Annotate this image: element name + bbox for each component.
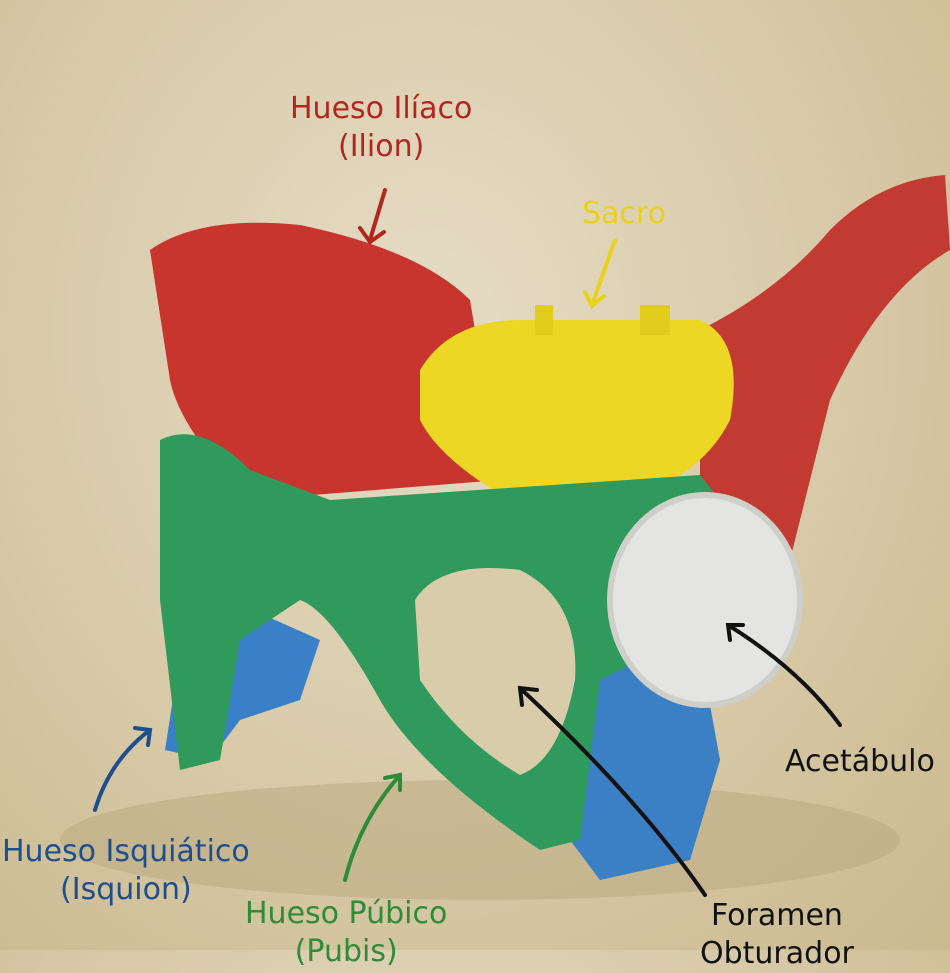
sacrum-process bbox=[535, 305, 553, 335]
label-line: Hueso Isquiático bbox=[2, 834, 250, 869]
foramen-arrow-icon bbox=[517, 685, 707, 897]
acetabulo-arrow-icon bbox=[725, 623, 842, 727]
label-line: Hueso Púbico bbox=[245, 896, 448, 931]
pubis-arrow-icon bbox=[343, 772, 402, 882]
label-line: (Isquion) bbox=[60, 872, 192, 907]
label-line: Hueso Ilíaco bbox=[290, 91, 473, 126]
label-isquion: Hueso Isquiático(Isquion) bbox=[2, 833, 250, 909]
label-line: Foramen bbox=[710, 898, 843, 933]
label-ilion: Hueso Ilíaco(Ilion) bbox=[290, 90, 472, 166]
label-acetabulo: Acetábulo bbox=[785, 743, 935, 781]
label-pubis: Hueso Púbico(Pubis) bbox=[245, 895, 447, 971]
label-line: Sacro bbox=[582, 196, 666, 231]
label-line: (Ilion) bbox=[338, 129, 425, 164]
sacro-arrow-icon bbox=[583, 238, 617, 310]
label-line: Acetábulo bbox=[785, 744, 935, 779]
sacrum-process bbox=[640, 305, 670, 335]
label-line: Obturador bbox=[700, 936, 854, 971]
left-ilium bbox=[150, 222, 500, 500]
right-ischium bbox=[570, 650, 720, 880]
obturator-foramen bbox=[415, 568, 576, 775]
pelvis-model-illustration bbox=[60, 175, 950, 900]
label-line: (Pubis) bbox=[294, 934, 398, 969]
acetabulum bbox=[607, 492, 803, 708]
label-sacro: Sacro bbox=[582, 195, 666, 233]
right-ilium bbox=[700, 175, 950, 560]
isquion-arrow-icon bbox=[93, 726, 153, 812]
ilion-arrow-icon bbox=[358, 188, 387, 245]
sacrum bbox=[420, 320, 734, 500]
